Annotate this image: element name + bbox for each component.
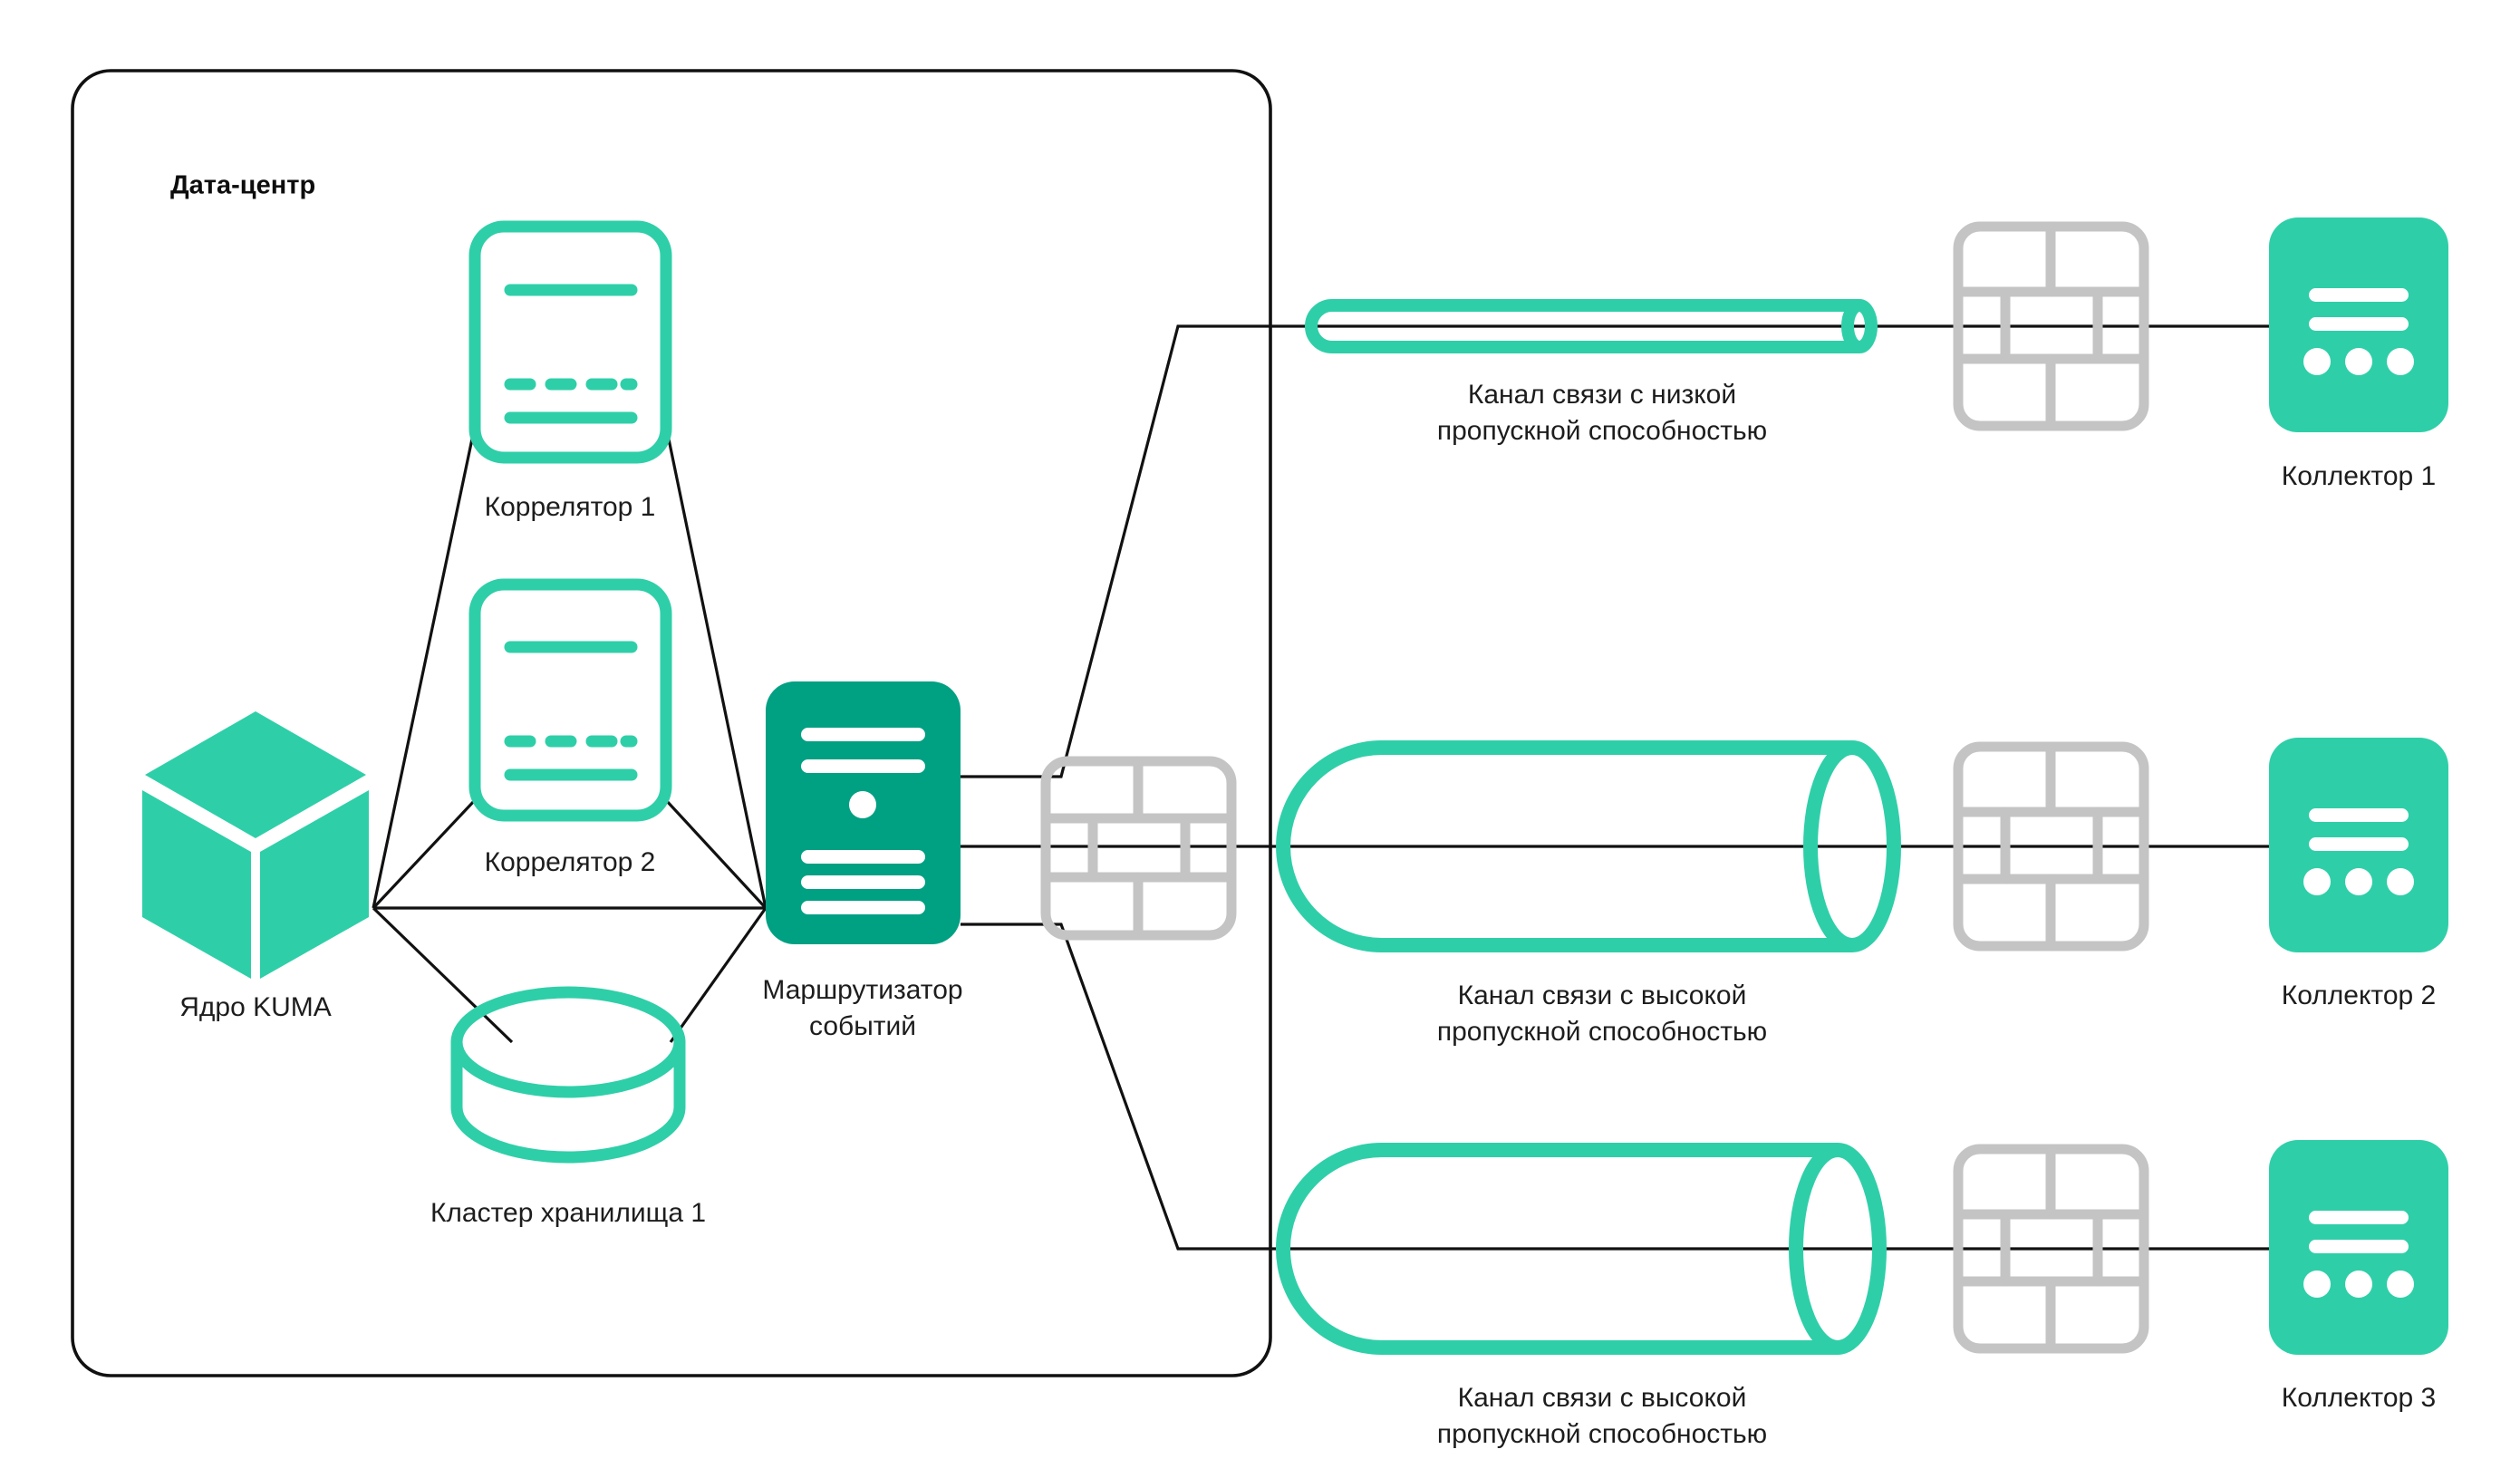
firewall-row-2[interactable] xyxy=(1953,741,2149,952)
firewall-inner[interactable] xyxy=(1040,756,1237,941)
event-router-node[interactable]: Маршрутизатор событий xyxy=(762,681,963,1041)
collector-2-label: Коллектор 2 xyxy=(2282,981,2436,1010)
link-correlator1-to-router xyxy=(664,425,768,909)
server-icon xyxy=(766,681,961,944)
channel-3-label-line2: пропускной способностью xyxy=(1437,1419,1767,1449)
collector-1-label: Коллектор 1 xyxy=(2282,461,2436,491)
channel-1-low-bandwidth[interactable]: Канал связи с низкой пропускной способно… xyxy=(1305,299,1878,446)
collector-icon xyxy=(2269,738,2448,952)
datacenter-label: Дата-центр xyxy=(170,171,315,200)
collector-icon xyxy=(2269,1140,2448,1355)
correlator-icon xyxy=(468,578,672,822)
collector-2-node[interactable]: Коллектор 2 xyxy=(2269,738,2448,1010)
link-core-to-storage1 xyxy=(372,906,514,1044)
link-core-to-correlator1 xyxy=(372,425,477,909)
database-cylinder-icon xyxy=(450,986,686,1164)
channel-3-label-line1: Канал связи с высокой xyxy=(1458,1383,1747,1413)
firewall-row-3[interactable] xyxy=(1953,1144,2149,1354)
collector-1-node[interactable]: Коллектор 1 xyxy=(2269,217,2448,491)
correlator-2-node[interactable]: Коррелятор 2 xyxy=(468,578,672,877)
brick-wall-icon xyxy=(1953,221,2149,431)
channel-1-label-line1: Канал связи с низкой xyxy=(1468,380,1736,410)
pipe-thick-icon xyxy=(1276,740,1901,952)
collector-3-label: Коллектор 3 xyxy=(2282,1383,2436,1413)
link-core-to-correlator2 xyxy=(372,798,477,910)
brick-wall-icon xyxy=(1040,756,1237,941)
firewall-row-1[interactable] xyxy=(1953,221,2149,431)
correlator-1-label: Коррелятор 1 xyxy=(485,492,656,522)
brick-wall-icon xyxy=(1953,741,2149,952)
event-router-label-line2: событий xyxy=(809,1011,916,1041)
correlator-2-label: Коррелятор 2 xyxy=(485,847,656,877)
brick-wall-icon xyxy=(1953,1144,2149,1354)
storage-cluster-1-label: Кластер хранилища 1 xyxy=(430,1198,706,1228)
pipe-thin-icon xyxy=(1305,299,1878,353)
link-router-to-channel3 xyxy=(961,923,1872,1251)
channel-2-label-line1: Канал связи с высокой xyxy=(1458,981,1747,1010)
datacenter-zone-border xyxy=(71,69,1272,1377)
kuma-core-label: Ядро KUMA xyxy=(179,992,332,1022)
correlator-icon xyxy=(468,220,672,464)
collector-3-node[interactable]: Коллектор 3 xyxy=(2269,1140,2448,1413)
channel-2-high-bandwidth[interactable]: Канал связи с высокой пропускной способн… xyxy=(1276,740,1901,1047)
channel-3-high-bandwidth[interactable]: Канал связи с высокой пропускной способн… xyxy=(1276,1143,1887,1449)
cube-icon xyxy=(142,711,369,979)
storage-cluster-1-node[interactable]: Кластер хранилища 1 xyxy=(430,986,706,1228)
link-router-to-channel1 xyxy=(961,324,1872,778)
link-storage1-to-router xyxy=(669,907,768,1043)
kuma-core-node[interactable]: Ядро KUMA xyxy=(142,711,369,1022)
event-router-label-line1: Маршрутизатор xyxy=(762,975,962,1005)
channel-2-label-line2: пропускной способностью xyxy=(1437,1017,1767,1047)
link-correlator2-to-router xyxy=(664,798,768,910)
pipe-thick-icon xyxy=(1276,1143,1887,1355)
collector-icon xyxy=(2269,217,2448,432)
correlator-1-node[interactable]: Коррелятор 1 xyxy=(468,220,672,522)
channel-1-label-line2: пропускной способностью xyxy=(1437,416,1767,446)
